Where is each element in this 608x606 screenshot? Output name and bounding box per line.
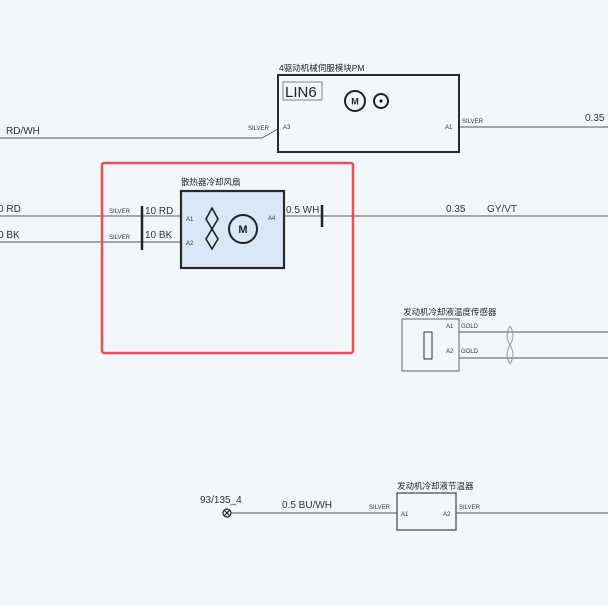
fan-box xyxy=(179,189,286,270)
selection-highlight xyxy=(100,161,355,355)
fan-wires: 0 RD 0 BK SILVER SILVER 10 RD 10 BK 0.5 … xyxy=(0,204,608,250)
svg-text:M: M xyxy=(351,97,359,107)
bus-label: LIN6 xyxy=(285,84,317,101)
radiator-fan-component[interactable]: 散热器冷却风扇 A1 A2 A4 M xyxy=(179,177,286,270)
wire-rd-wh-bend xyxy=(261,128,279,139)
component-title: 发动机冷却液节温器 xyxy=(397,481,474,491)
component-title: 4驱动机械伺服模块PM xyxy=(279,63,364,73)
wire-color-label: GY/VT xyxy=(487,204,517,215)
wire-label-rd: 0 RD xyxy=(0,204,21,215)
fan-blade-icon xyxy=(205,206,219,251)
wire-size-label: 0.35 xyxy=(585,113,605,124)
terminal-label-silver: SILVER xyxy=(109,209,131,215)
module-box xyxy=(277,74,460,153)
conn-label-rd: 10 RD xyxy=(145,206,173,217)
sensor-element-icon xyxy=(423,331,433,360)
pin-label-a1: A1 xyxy=(401,512,409,518)
terminal-label-silver: SILVER xyxy=(369,505,391,511)
conn-label-bk: 10 BK xyxy=(145,230,173,241)
coolant-temp-sensor[interactable]: 发动机冷却液温度传感器 A1 A2 GOLD GOLD xyxy=(401,307,608,372)
out-wire-label: 0.5 WH xyxy=(286,205,319,216)
sensor-box xyxy=(401,318,460,372)
pin-label-a3: A3 xyxy=(283,125,291,131)
motor-icon: M xyxy=(344,90,366,112)
component-title: 发动机冷却液温度传感器 xyxy=(403,307,497,317)
small-motor-icon xyxy=(373,93,389,109)
pin-label-a2: A2 xyxy=(186,241,194,247)
motor-icon: M xyxy=(228,214,258,244)
bus-label-box xyxy=(282,81,323,101)
wire-label-bk: 0 BK xyxy=(0,230,20,241)
wire-label-rd-wh: RD/WH xyxy=(6,126,40,137)
pin-label-a2: A2 xyxy=(446,349,454,355)
wire-size-label: 0.35 xyxy=(446,204,466,215)
top-module[interactable]: RD/WH SILVER A3 A1 SILVER 0.35 4驱动机械伺服模块… xyxy=(0,63,608,153)
terminal-label-gold: GOLD xyxy=(461,324,479,330)
pin-label-a1: A1 xyxy=(446,324,454,330)
terminal-label-gold: GOLD xyxy=(461,349,479,355)
terminal-label-silver: SILVER xyxy=(248,126,270,132)
reference-label: 93/135_4 xyxy=(200,495,242,506)
pin-label-a1: A1 xyxy=(445,125,453,131)
thermostat-box xyxy=(396,492,457,531)
pin-label-a4: A4 xyxy=(268,216,276,222)
terminal-label-silver: SILVER xyxy=(462,119,484,125)
terminal-label-silver: SILVER xyxy=(459,505,481,511)
ground-point-icon xyxy=(222,508,232,518)
terminal-label-silver: SILVER xyxy=(109,235,131,241)
wire-label-bu-wh: 0.5 BU/WH xyxy=(282,500,332,511)
svg-text:M: M xyxy=(238,224,247,236)
pin-label-a2: A2 xyxy=(443,512,451,518)
coolant-thermostat[interactable]: 93/135_4 0.5 BU/WH SILVER 发动机冷却液节温器 A1 A… xyxy=(200,481,608,531)
pin-label-a1: A1 xyxy=(186,217,194,223)
twisted-pair-icon xyxy=(506,325,514,365)
component-title: 散热器冷却风扇 xyxy=(181,177,241,187)
